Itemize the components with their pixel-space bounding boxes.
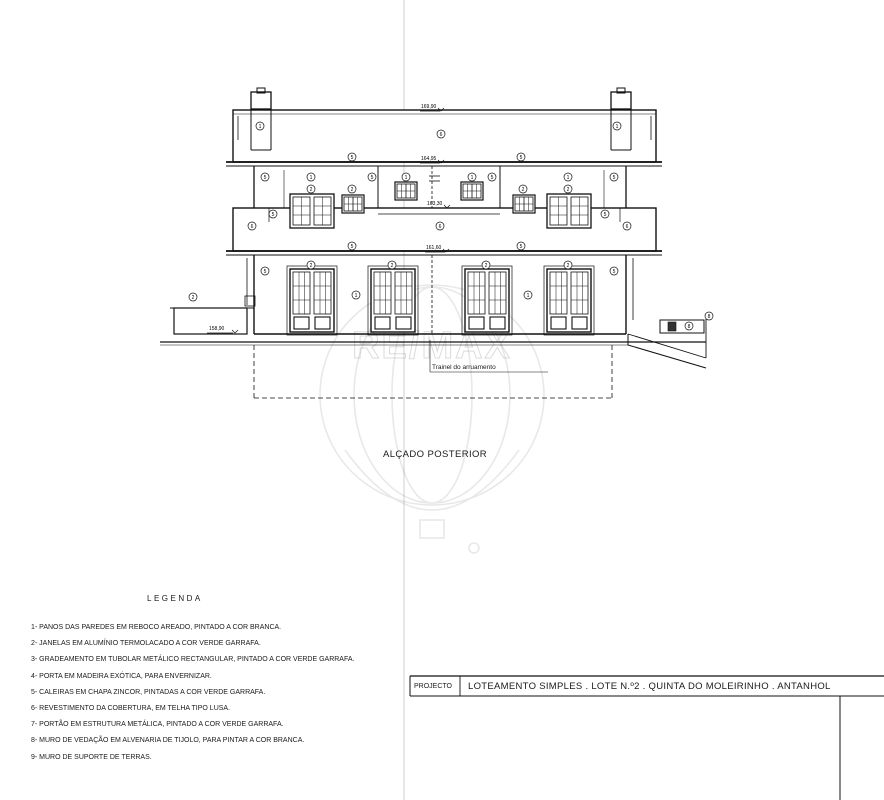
- callout-label: 5: [351, 244, 354, 250]
- callout-label: 5: [520, 155, 523, 161]
- callout-label: 1: [567, 175, 570, 181]
- callout-label: 2: [310, 263, 313, 269]
- callout-label: 5: [264, 175, 267, 181]
- callout-label: 2: [391, 263, 394, 269]
- callout-label: 1: [355, 293, 358, 299]
- callout-label: 6: [626, 224, 629, 230]
- callout-label: 5: [264, 269, 267, 275]
- title-block-project: LOTEAMENTO SIMPLES . LOTE N.º2 . QUINTA …: [468, 681, 831, 692]
- callout-label: 1: [259, 124, 262, 130]
- callout-label: 5: [613, 269, 616, 275]
- level-label: 158,90: [209, 326, 225, 332]
- callout-label: 5: [604, 212, 607, 218]
- level-marks: [207, 107, 451, 334]
- callout-label: 1: [527, 293, 530, 299]
- legend-item: 9- MURO DE SUPORTE DE TERRAS.: [31, 753, 152, 761]
- ground-floor: [244, 255, 634, 335]
- callouts: 1 1 6 5 5 5 5 5 5 1 1 1 1 2 2 2 2 5 5 6 …: [188, 121, 714, 331]
- level-label: 169,90: [421, 104, 437, 110]
- callout-label: 6: [251, 224, 254, 230]
- ground-line-label: Trainel do arruamento: [432, 364, 496, 371]
- callout-label: 5: [520, 244, 523, 250]
- roof: [226, 87, 662, 167]
- callout-label: 1: [471, 175, 474, 181]
- title-block-label: PROJECTO: [414, 683, 452, 690]
- callout-label: 2: [567, 187, 570, 193]
- callout-label: 5: [491, 175, 494, 181]
- callout-label: 5: [613, 175, 616, 181]
- legend-item: 1- PANOS DAS PAREDES EM REBOCO AREADO, P…: [31, 624, 282, 631]
- callout-label: 2: [310, 187, 313, 193]
- callout-label: 1: [616, 124, 619, 130]
- callout-label: 5: [351, 155, 354, 161]
- callout-label: 2: [351, 187, 354, 193]
- legend-title: LEGENDA: [147, 594, 203, 603]
- callout-label: 8: [708, 314, 711, 320]
- drawing-title: ALÇADO POSTERIOR: [383, 449, 488, 460]
- callout-label: 1: [405, 175, 408, 181]
- site: [160, 307, 707, 399]
- level-label: 163,30: [427, 201, 443, 207]
- callout-label: 5: [371, 175, 374, 181]
- callout-label: 6: [439, 224, 442, 230]
- legend-item: 8- MURO DE VEDAÇÃO EM ALVENARIA DE TIJOL…: [31, 737, 305, 745]
- callout-label: 2: [522, 187, 525, 193]
- legend-item: 7- PORTÃO EM ESTRUTURA METÁLICA, PINTADO…: [31, 721, 284, 729]
- callout-label: 2: [567, 263, 570, 269]
- callout-label: 2: [192, 295, 195, 301]
- legend-item: 3- GRADEAMENTO EM TUBOLAR METÁLICO RECTA…: [31, 656, 355, 664]
- level-label: 164,95: [421, 156, 437, 162]
- callout-label: 1: [310, 175, 313, 181]
- callout-label: 6: [440, 132, 443, 138]
- level-label: 161,60: [426, 245, 442, 251]
- legend-item: 5- CALEIRAS EM CHAPA ZINCOR, PINTADAS A …: [31, 688, 266, 696]
- callout-label: 8: [688, 324, 691, 330]
- legend-item: 4- PORTA EM MADEIRA EXÓTICA, PARA ENVERN…: [31, 672, 212, 680]
- legend-item: 2- JANELAS EM ALUMÍNIO TERMOLACADO A COR…: [31, 640, 261, 648]
- title-block-frame: [409, 675, 884, 800]
- legend-list: 1- PANOS DAS PAREDES EM REBOCO AREADO, P…: [31, 620, 354, 766]
- legend-item: 6- REVESTIMENTO DA COBERTURA, EM TELHA T…: [31, 705, 231, 713]
- callout-label: 5: [272, 212, 275, 218]
- callout-label: 2: [485, 263, 488, 269]
